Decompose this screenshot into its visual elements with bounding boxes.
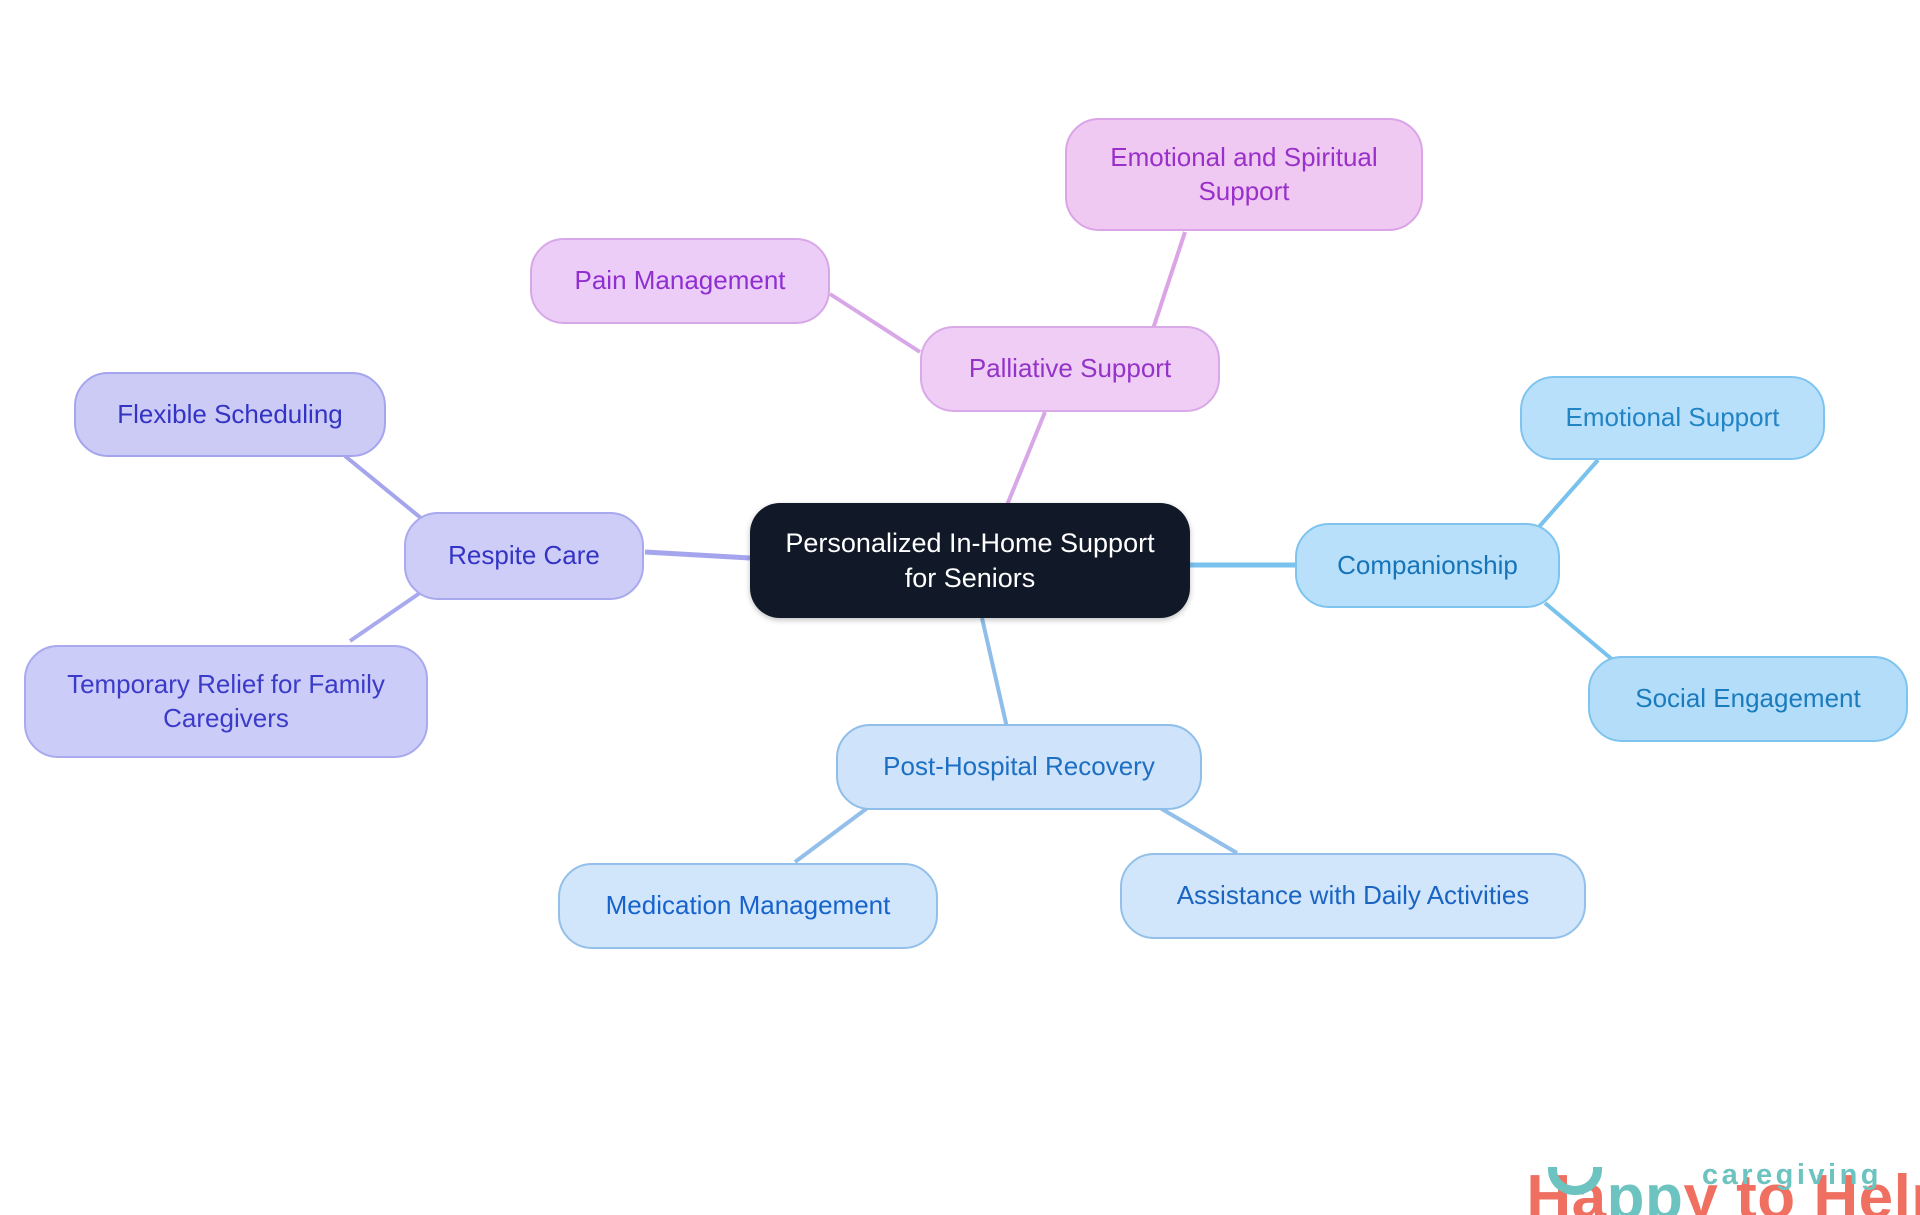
edge-companionship-emotional-support xyxy=(1536,458,1600,530)
edge-post-hospital-medication-management xyxy=(793,804,872,864)
edge-palliative-pain-management xyxy=(828,292,922,354)
node-medication-management-label: Medication Management xyxy=(605,890,891,921)
node-emotional-support[interactable]: Emotional Support xyxy=(1520,376,1825,460)
node-palliative-support[interactable]: Palliative Support xyxy=(920,326,1220,412)
node-temporary-relief-for-family-caregivers-label: Temporary Relief for Family Caregivers xyxy=(67,669,385,733)
node-flexible-scheduling[interactable]: Flexible Scheduling xyxy=(74,372,386,457)
node-pain-management[interactable]: Pain Management xyxy=(530,238,830,324)
logo-word-pp: pp xyxy=(1606,1163,1684,1215)
node-respite-care[interactable]: Respite Care xyxy=(404,512,644,600)
node-post-hospital-recovery-label: Post-Hospital Recovery xyxy=(883,751,1155,782)
node-social-engagement-label: Social Engagement xyxy=(1635,683,1861,714)
node-root-label: Personalized In-Home Support for Seniors xyxy=(785,527,1155,593)
node-flexible-scheduling-label: Flexible Scheduling xyxy=(117,398,343,429)
logo-word-y-to-help: y to Help xyxy=(1683,1163,1920,1215)
brand-logo: Happy to Help caregiving xyxy=(1420,1105,1920,1215)
node-assistance-with-daily-activities[interactable]: Assistance with Daily Activities xyxy=(1120,853,1586,939)
node-root[interactable]: Personalized In-Home Support for Seniors xyxy=(750,503,1190,618)
edge-root-palliative-support xyxy=(1003,411,1047,511)
edge-respite-temporary-relief xyxy=(348,584,432,643)
node-assistance-with-daily-activities-label: Assistance with Daily Activities xyxy=(1176,880,1530,911)
node-pain-management-label: Pain Management xyxy=(574,265,786,296)
node-emotional-and-spiritual-support[interactable]: Emotional and Spiritual Support xyxy=(1065,118,1423,231)
edge-post-hospital-assistance-daily xyxy=(1153,803,1239,855)
node-companionship[interactable]: Companionship xyxy=(1295,523,1560,608)
edge-root-respite-care xyxy=(644,549,751,561)
node-temporary-relief-for-family-caregivers[interactable]: Temporary Relief for Family Caregivers xyxy=(24,645,428,758)
node-companionship-label: Companionship xyxy=(1337,549,1518,580)
node-emotional-support-label: Emotional Support xyxy=(1565,402,1780,433)
logo-tagline: caregiving xyxy=(1701,1159,1882,1191)
edge-companionship-social-engagement xyxy=(1543,601,1622,668)
node-medication-management[interactable]: Medication Management xyxy=(558,863,938,949)
node-palliative-support-label: Palliative Support xyxy=(968,353,1172,384)
node-respite-care-label: Respite Care xyxy=(448,540,600,571)
node-post-hospital-recovery[interactable]: Post-Hospital Recovery xyxy=(836,724,1202,810)
node-social-engagement[interactable]: Social Engagement xyxy=(1588,656,1908,742)
edge-root-post-hospital-recovery xyxy=(980,617,1010,733)
smile-icon xyxy=(1548,1167,1602,1195)
node-emotional-and-spiritual-support-label: Emotional and Spiritual Support xyxy=(1110,142,1378,206)
edge-palliative-emotional-spiritual xyxy=(1148,231,1187,339)
